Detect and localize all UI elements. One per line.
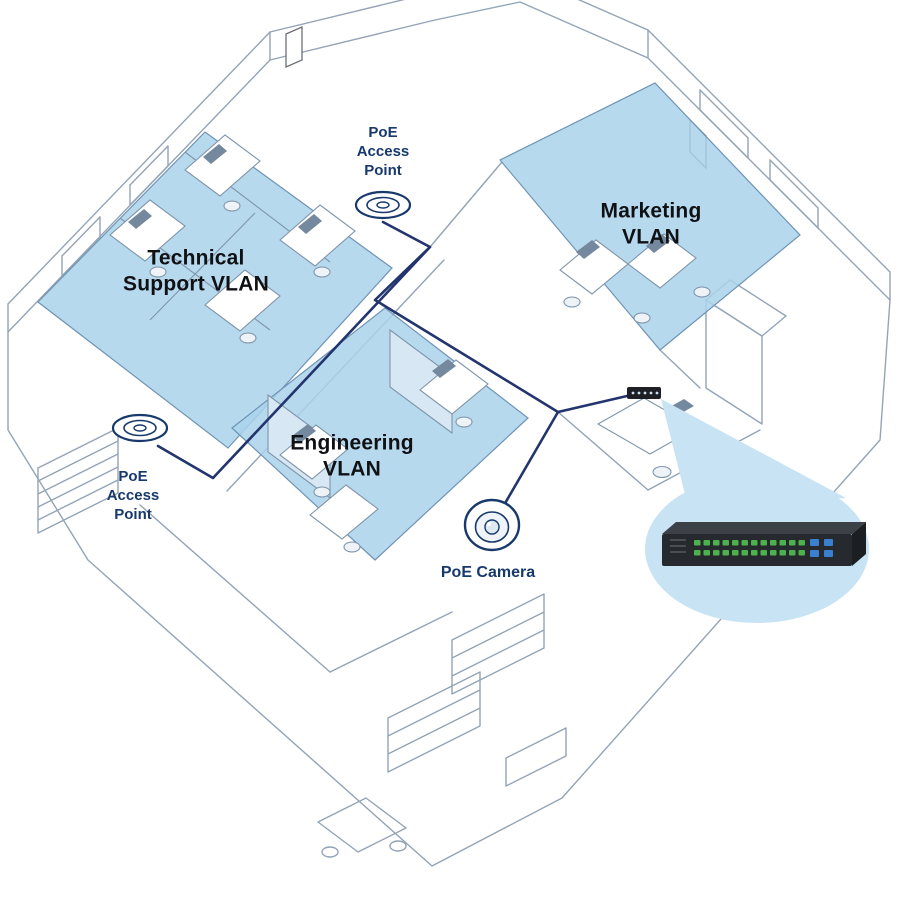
cable-to-desk-switch xyxy=(556,394,629,414)
poe-access-point-top-icon xyxy=(354,190,412,220)
network-cables xyxy=(156,220,629,514)
floorplan-linework xyxy=(7,0,891,867)
vlan-region-technical xyxy=(37,131,393,449)
vlan-region-marketing xyxy=(499,82,801,351)
network-switch-image xyxy=(662,522,866,566)
cable-to-camera xyxy=(498,410,560,514)
desk-switch-icon xyxy=(627,387,661,399)
cable-ap-top-to-ap-left xyxy=(156,220,432,480)
office-furniture xyxy=(109,134,711,553)
network-switch-callout xyxy=(645,399,869,623)
switch-spotlight-cone xyxy=(661,399,846,506)
cable-backbone-right xyxy=(373,245,560,414)
poe-access-point-left-icon xyxy=(111,413,169,443)
poe-camera-icon xyxy=(463,498,521,552)
